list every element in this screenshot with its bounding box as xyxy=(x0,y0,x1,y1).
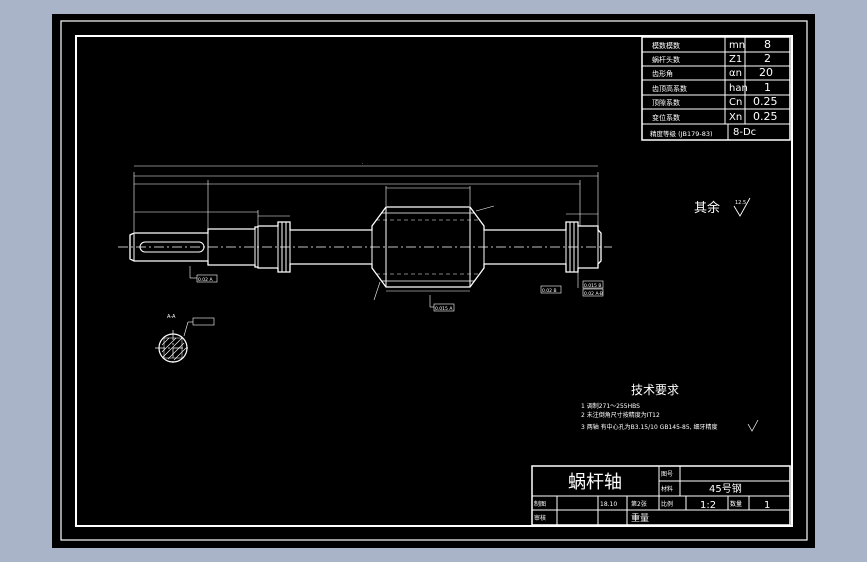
check-label: 审核 xyxy=(534,514,546,522)
worm-shaft-view: · 0.02 A 0.015 A 0.02 B 0.015 B 0.02 A-B xyxy=(118,161,612,312)
param-value-0: 8 xyxy=(764,38,771,51)
param-name-1: 蜗杆头数 xyxy=(652,55,680,64)
drawn-label: 制图 xyxy=(534,500,546,508)
svg-text:·: · xyxy=(362,161,363,166)
param-symbol-2: αn xyxy=(729,68,742,79)
precision-value: 8-Dc xyxy=(733,127,756,138)
scale-value: 1:2 xyxy=(700,500,716,511)
tolerance-text-4: 0.015 B xyxy=(584,283,601,289)
tech-req-item-2: 2 未注倒角尺寸按精度为IT12 xyxy=(581,411,660,419)
tolerance-frame-3 xyxy=(540,285,562,294)
section-label: A-A xyxy=(167,314,176,320)
tech-req-roughness-symbol xyxy=(747,419,759,432)
sheet-label: 第2张 xyxy=(631,500,647,508)
param-symbol-3: han xyxy=(729,83,748,94)
drawing-no-label: 图号 xyxy=(661,471,673,478)
param-value-3: 1 xyxy=(764,81,771,94)
date-value: 18.10 xyxy=(600,501,617,508)
param-name-2: 齿形角 xyxy=(652,69,673,78)
roughness-symbol xyxy=(733,197,751,217)
material-value: 45号钢 xyxy=(709,482,742,495)
title-block: 蜗杆轴 图号 材料 45号钢 制图 审核 18.10 第2张 重量 比例 1:2… xyxy=(531,465,791,526)
section-tolerance-frame xyxy=(192,317,215,326)
tolerance-frame-2 xyxy=(433,303,455,312)
tolerance-frame-1 xyxy=(196,274,218,283)
keyway xyxy=(139,241,205,253)
param-value-2: 20 xyxy=(759,66,773,79)
tolerance-text-3: 0.02 B xyxy=(542,288,557,294)
param-value-5: 0.25 xyxy=(753,110,778,123)
param-symbol-4: Cn xyxy=(729,97,742,108)
quantity-value: 1 xyxy=(764,500,770,511)
tech-req-item-1: 1 调制271～255HBS xyxy=(581,402,640,410)
inner-frame xyxy=(75,35,793,527)
param-symbol-1: Z1 xyxy=(729,54,742,65)
tolerance-frame-5 xyxy=(582,288,604,297)
technical-requirements: 技术要求 1 调制271～255HBS 2 未注倒角尺寸按精度为IT12 3 两… xyxy=(581,383,759,432)
tolerance-text-5: 0.02 A-B xyxy=(584,291,603,297)
part-name: 蜗杆轴 xyxy=(568,472,622,493)
param-value-1: 2 xyxy=(764,52,771,65)
param-value-4: 0.25 xyxy=(753,95,778,108)
param-name-0: 模数模数 xyxy=(652,41,680,50)
tech-req-title: 技术要求 xyxy=(631,383,679,397)
tolerance-text-2: 0.015 A xyxy=(435,306,453,312)
param-name-4: 顶隙系数 xyxy=(652,98,680,107)
scale-label: 比例 xyxy=(661,500,673,508)
quantity-label: 数量 xyxy=(730,500,742,508)
weight-label: 重量 xyxy=(631,512,649,524)
material-label: 材料 xyxy=(661,485,673,493)
param-symbol-5: Xn xyxy=(729,112,742,123)
param-name-3: 齿顶高系数 xyxy=(652,84,687,93)
tolerance-frame-4 xyxy=(582,280,604,289)
roughness-value: 12.5 xyxy=(735,200,746,206)
roughness-label: 其余 xyxy=(694,200,720,216)
param-name-5: 变位系数 xyxy=(652,113,680,122)
surface-roughness-note: 其余 12.5 xyxy=(694,197,751,217)
param-symbol-0: mn xyxy=(729,40,745,51)
section-view-a-a: A-A xyxy=(155,314,215,366)
tech-req-item-3: 3 两轴 有中心孔为B3.15/10 GB145-85, 细牙精度 xyxy=(581,423,718,431)
tolerance-text-1: 0.02 A xyxy=(198,277,213,283)
outer-frame xyxy=(60,20,808,541)
worm-parameter-table: 模数模数 蜗杆头数 齿形角 齿顶高系数 顶隙系数 变位系数 mn Z1 αn h… xyxy=(641,36,791,141)
precision-label: 精度等级 (JB179-83) xyxy=(650,129,713,138)
